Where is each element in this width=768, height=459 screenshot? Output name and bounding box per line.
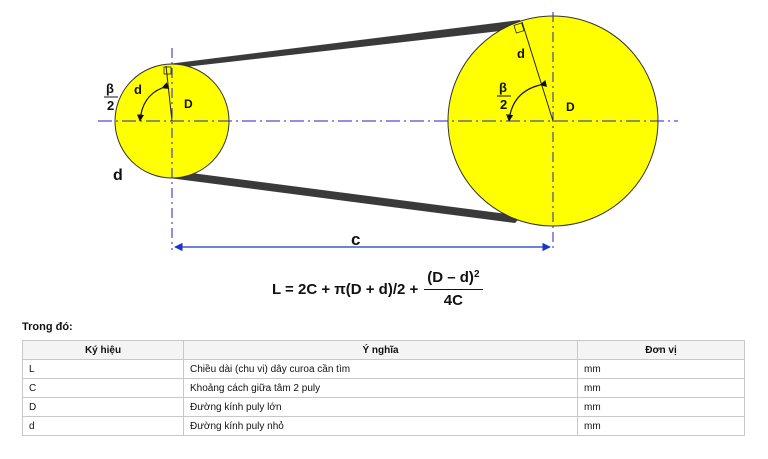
column-header-meaning: Ý nghĩa (183, 340, 578, 360)
small-angle-arc (136, 82, 170, 122)
large-radius-label: d (517, 46, 525, 61)
small-D-label: D (184, 97, 193, 111)
cell-meaning: Đường kính puly lớn (183, 397, 578, 417)
large-D-label: D (566, 100, 575, 114)
beta-large-numerator: β (499, 80, 507, 95)
belt-length-formula: L = 2C + π(D + d)/2 + (D – d)2 4C (272, 266, 483, 312)
cell-unit: mm (577, 397, 745, 417)
cell-unit: mm (577, 359, 745, 379)
cell-unit: mm (577, 378, 745, 398)
formula-main: L = 2C + π(D + d)/2 + (272, 280, 419, 298)
center-distance-label: c (351, 230, 360, 249)
beta-large-denominator: 2 (500, 97, 507, 112)
small-diameter-label: d (113, 167, 123, 184)
legend-title: Trong đó: (22, 321, 73, 333)
cell-meaning: Chiều dài (chu vi) dây curoa cần tìm (183, 359, 578, 379)
table-header-row: Ký hiệu Ý nghĩa Đơn vị (22, 340, 745, 360)
belt-upper-strand (168, 20, 526, 68)
numerator-text: (D – d) (427, 268, 474, 286)
small-radius-label: d (134, 82, 142, 97)
large-right-angle-mark (513, 22, 525, 34)
large-radius-line (521, 21, 554, 122)
symbol-table: Ký hiệu Ý nghĩa Đơn vị L Chiều dài (chu … (22, 340, 745, 436)
table-row: d Đường kính puly nhỏ mm (22, 416, 745, 436)
table-row: C Khoảng cách giữa tâm 2 puly mm (22, 378, 745, 398)
table-row: L Chiều dài (chu vi) dây curoa cần tìm m… (22, 359, 745, 379)
column-header-symbol: Ký hiệu (22, 340, 184, 360)
cell-symbol: L (22, 359, 184, 379)
belt-pulley-diagram: β 2 d D d β 2 d D c (98, 12, 678, 252)
small-right-angle-mark (163, 66, 172, 75)
cell-symbol: C (22, 378, 184, 398)
cell-meaning: Khoảng cách giữa tâm 2 puly (183, 378, 578, 398)
column-header-unit: Đơn vị (577, 340, 745, 360)
beta-small-denominator: 2 (107, 98, 114, 113)
cell-meaning: Đường kính puly nhỏ (183, 416, 578, 436)
cell-unit: mm (577, 416, 745, 436)
formula-exponent: 2 (473, 268, 480, 280)
large-angle-arc (506, 79, 548, 122)
formula-denominator: 4C (443, 291, 463, 309)
belt-lower-strand (169, 171, 522, 223)
formula-numerator: (D – d)2 (424, 268, 483, 290)
formula-fraction: (D – d)2 4C (424, 268, 483, 310)
cell-symbol: D (22, 397, 184, 417)
cell-symbol: d (22, 416, 184, 436)
beta-small-numerator: β (106, 81, 114, 96)
table-row: D Đường kính puly lớn mm (22, 397, 745, 417)
